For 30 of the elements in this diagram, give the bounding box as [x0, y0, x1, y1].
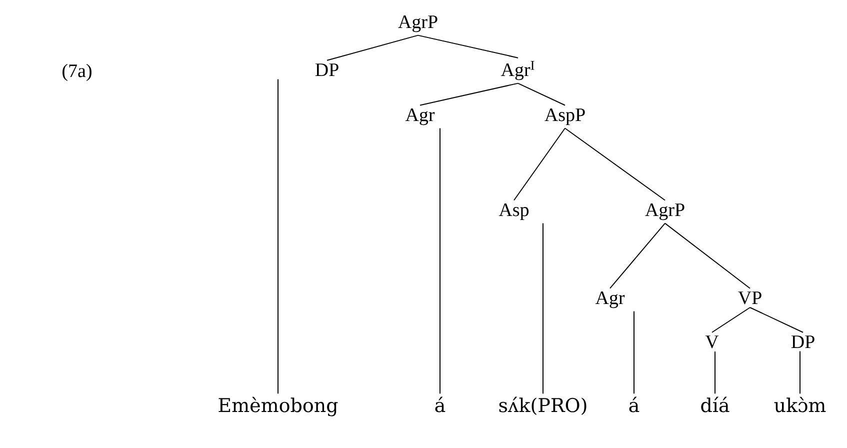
- tree-branch: [326, 34, 418, 61]
- word-label: Emèmobong: [218, 396, 338, 416]
- tree-branch: [542, 222, 544, 394]
- tree-branch: [420, 82, 518, 106]
- word-label: á: [629, 396, 640, 412]
- tree-branch: [712, 307, 750, 333]
- tree-branch: [518, 82, 566, 106]
- tree-branch: [610, 222, 666, 289]
- category-label: Agr: [405, 108, 435, 126]
- tree-branch: [750, 307, 804, 333]
- tree-branch: [664, 222, 750, 289]
- tree-branch: [514, 128, 566, 201]
- category-label: Agr$^{I}$: [500, 61, 534, 80]
- category-label: VP: [738, 292, 762, 304]
- tree-branch: [418, 34, 518, 58]
- category-label: V: [705, 336, 719, 348]
- word-label: ukɔ̀m: [774, 396, 826, 412]
- category-label: DP: [315, 64, 338, 76]
- category-label: AgrP: [645, 203, 684, 220]
- tree-branch: [714, 351, 716, 394]
- category-label: DP: [791, 336, 814, 348]
- category-label: AgrP: [398, 15, 438, 32]
- tree-branch: [564, 128, 666, 201]
- word-label: á: [435, 396, 446, 412]
- category-label: Asp: [498, 203, 529, 220]
- word-label: sʌ́k(PRO): [499, 396, 586, 415]
- example-number: (7a): [62, 64, 92, 82]
- word-label: díá: [701, 396, 730, 412]
- category-label: Agr: [595, 291, 625, 308]
- category-label: AspP: [544, 108, 585, 126]
